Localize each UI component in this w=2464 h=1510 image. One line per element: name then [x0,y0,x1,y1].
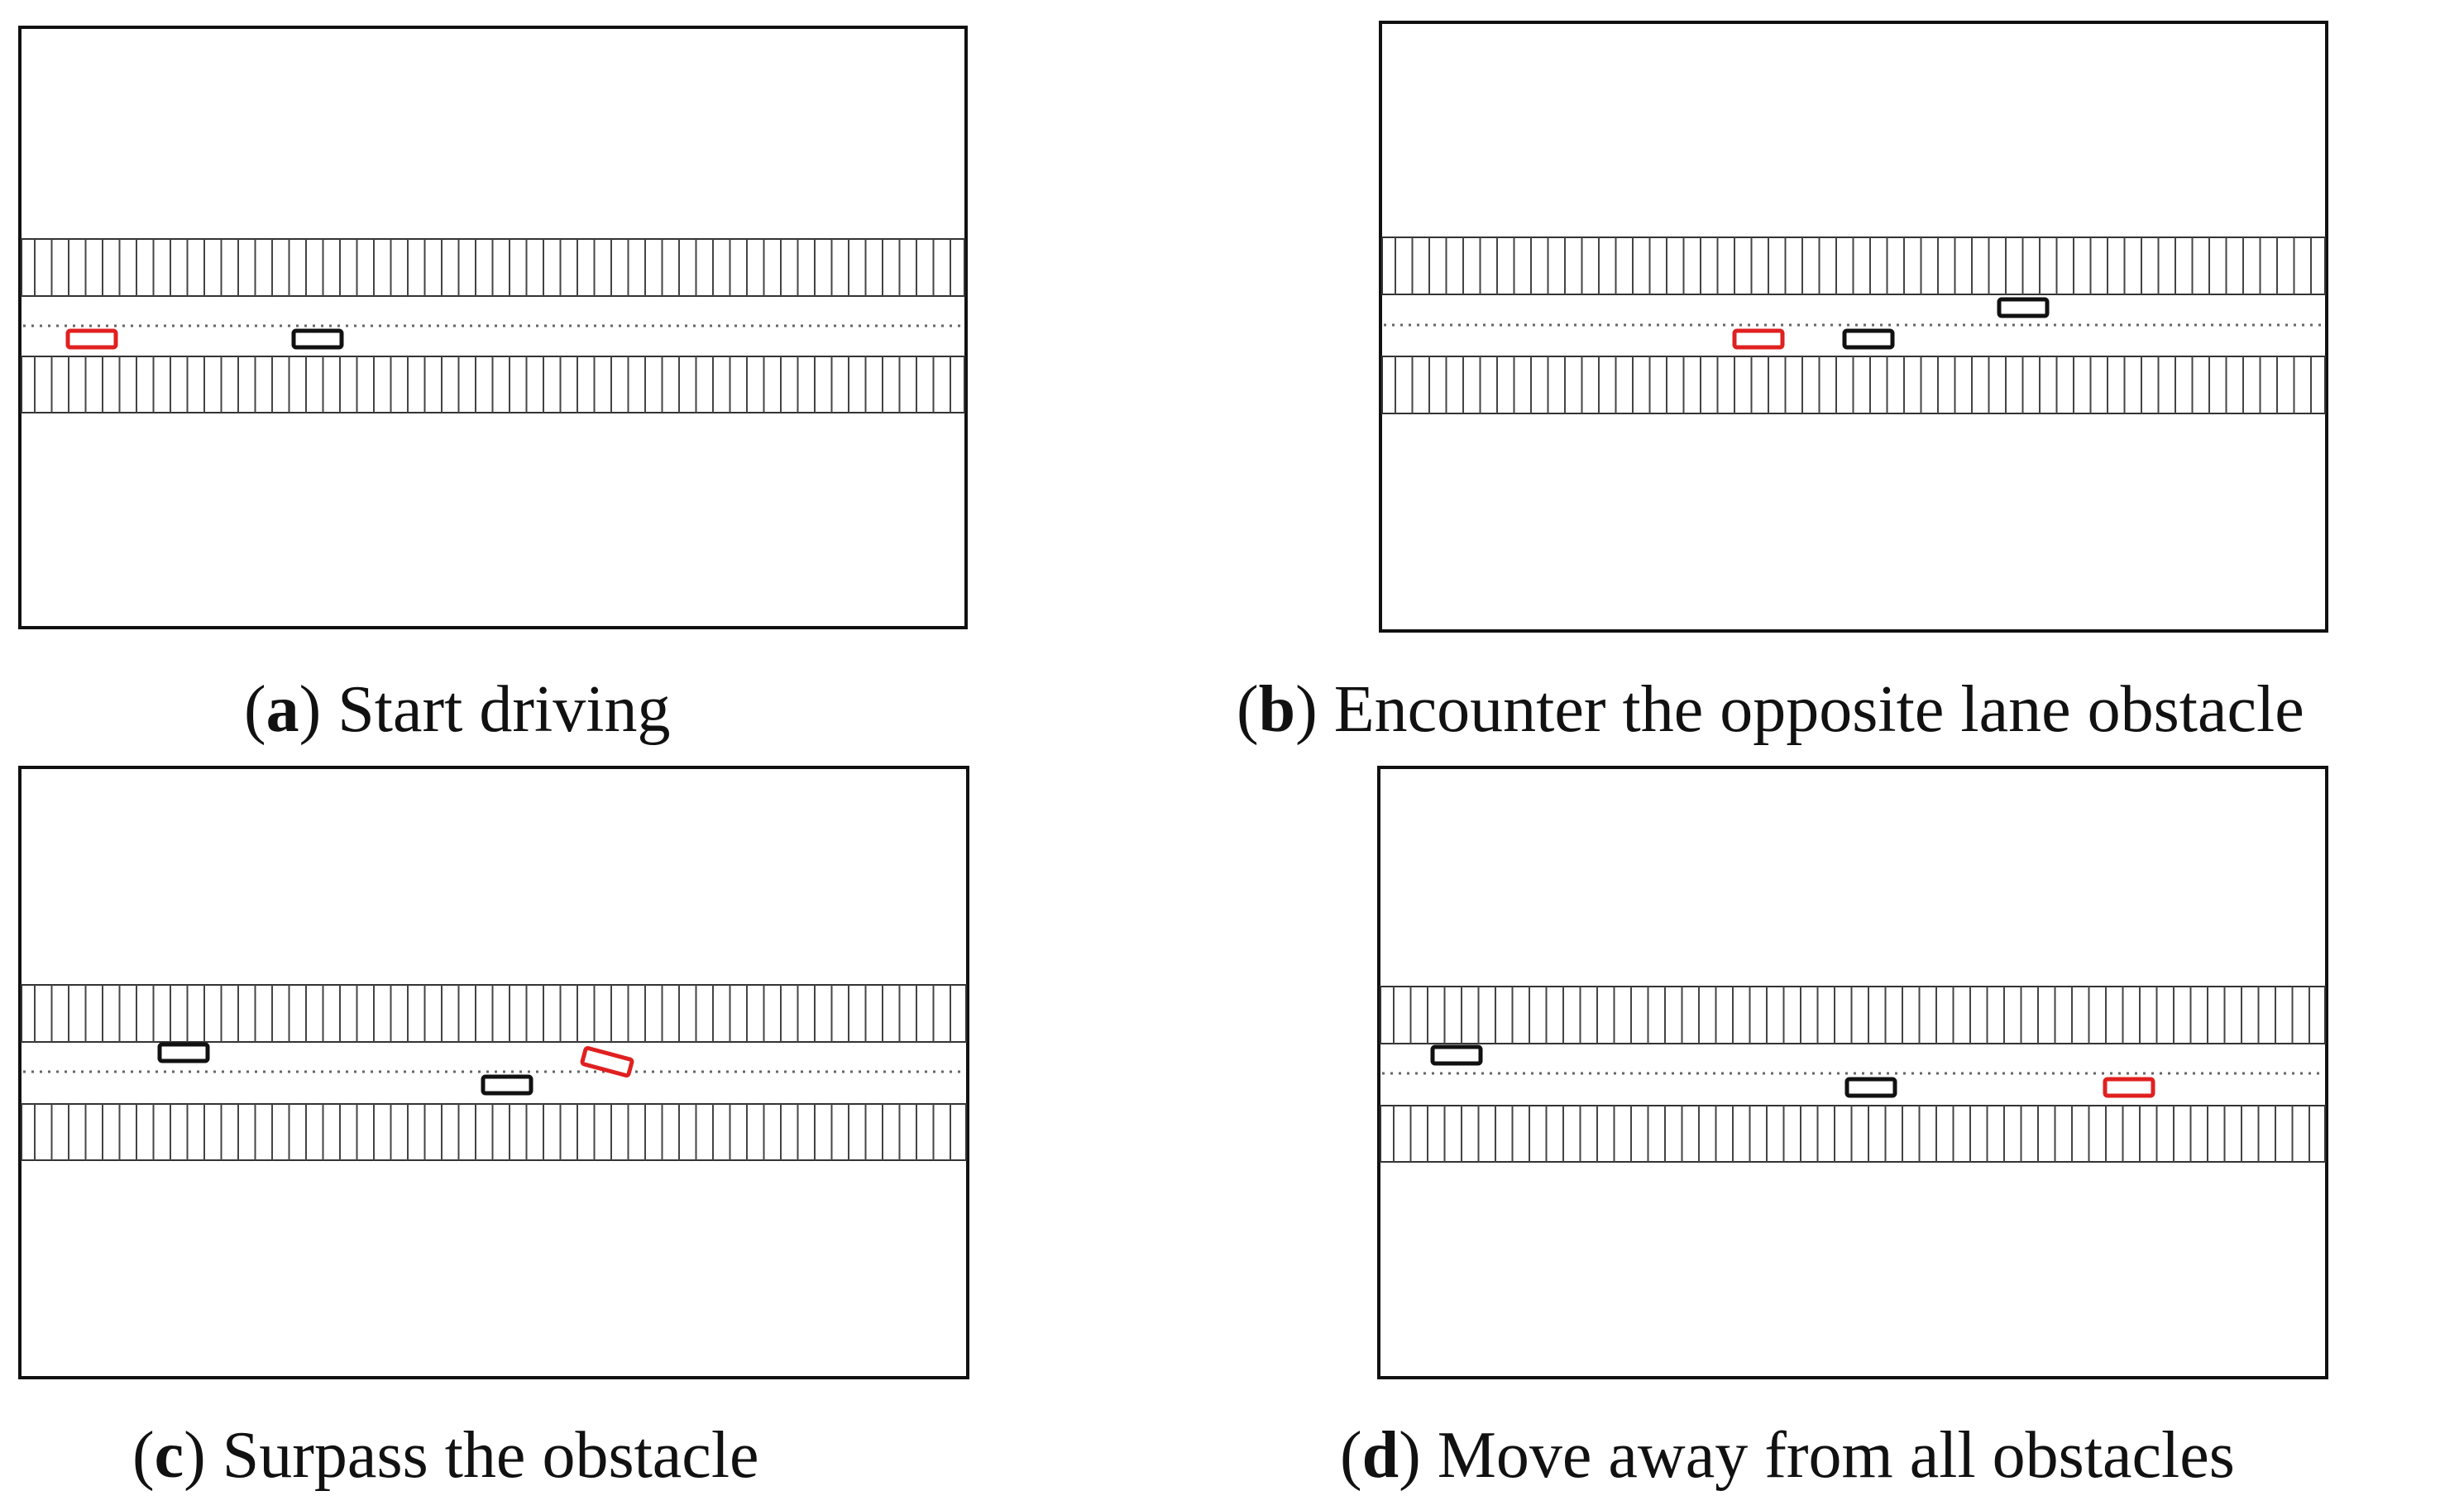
obstacle-vehicle [291,328,344,350]
road-band-outline [21,1103,967,1161]
road-band-bottom [1381,356,2326,414]
panel-frame [18,26,968,629]
caption-letter-a: a [266,673,299,746]
caption-letter-c: c [154,1419,184,1492]
panel-a [18,26,968,629]
road-band-top [21,984,967,1043]
obstacle-vehicle [1430,1044,1483,1066]
road-band-top [1380,986,2326,1044]
panel-c [18,766,969,1379]
caption-a: (a) Start driving [244,673,671,746]
caption-letter-d: d [1361,1419,1399,1492]
road-band-outline [21,984,967,1043]
ego-vehicle [65,328,118,350]
panel-d [1377,766,2328,1379]
caption-text-c: Surpass the obstacle [222,1419,759,1492]
road-scene-a [18,26,968,629]
caption-text-a: Start driving [337,673,671,746]
obstacle-vehicle [1997,297,2050,318]
road-scene-c [18,766,969,1379]
caption-text-b: Encounter the opposite lane obstacle [1333,673,2304,746]
caption-c: (c) Surpass the obstacle [132,1419,759,1492]
road-band-outline [1380,986,2326,1044]
road-band-bottom [21,1103,967,1161]
caption-b: (b) Encounter the opposite lane obstacle [1237,673,2304,746]
road-band-top [21,238,965,297]
road-band-bottom [21,356,965,413]
caption-text-d: Move away from all obstacles [1437,1419,2235,1492]
road-scene-b [1379,21,2328,633]
panel-b [1379,21,2328,633]
road-scene-d [1377,766,2328,1379]
obstacle-vehicle [1844,1077,1897,1098]
caption-d: (d) Move away from all obstacles [1340,1419,2235,1492]
panel-frame [1379,21,2328,633]
road-band-outline [1380,1105,2326,1163]
ego-vehicle [1732,328,1785,350]
obstacle-vehicle [481,1074,533,1096]
obstacle-vehicle [157,1042,210,1063]
obstacle-vehicle [1842,328,1895,350]
road-band-bottom [1380,1105,2326,1163]
ego-vehicle [2103,1077,2155,1098]
caption-letter-b: b [1258,673,1296,746]
road-band-top [1381,237,2326,295]
ego-vehicle [580,1046,634,1078]
